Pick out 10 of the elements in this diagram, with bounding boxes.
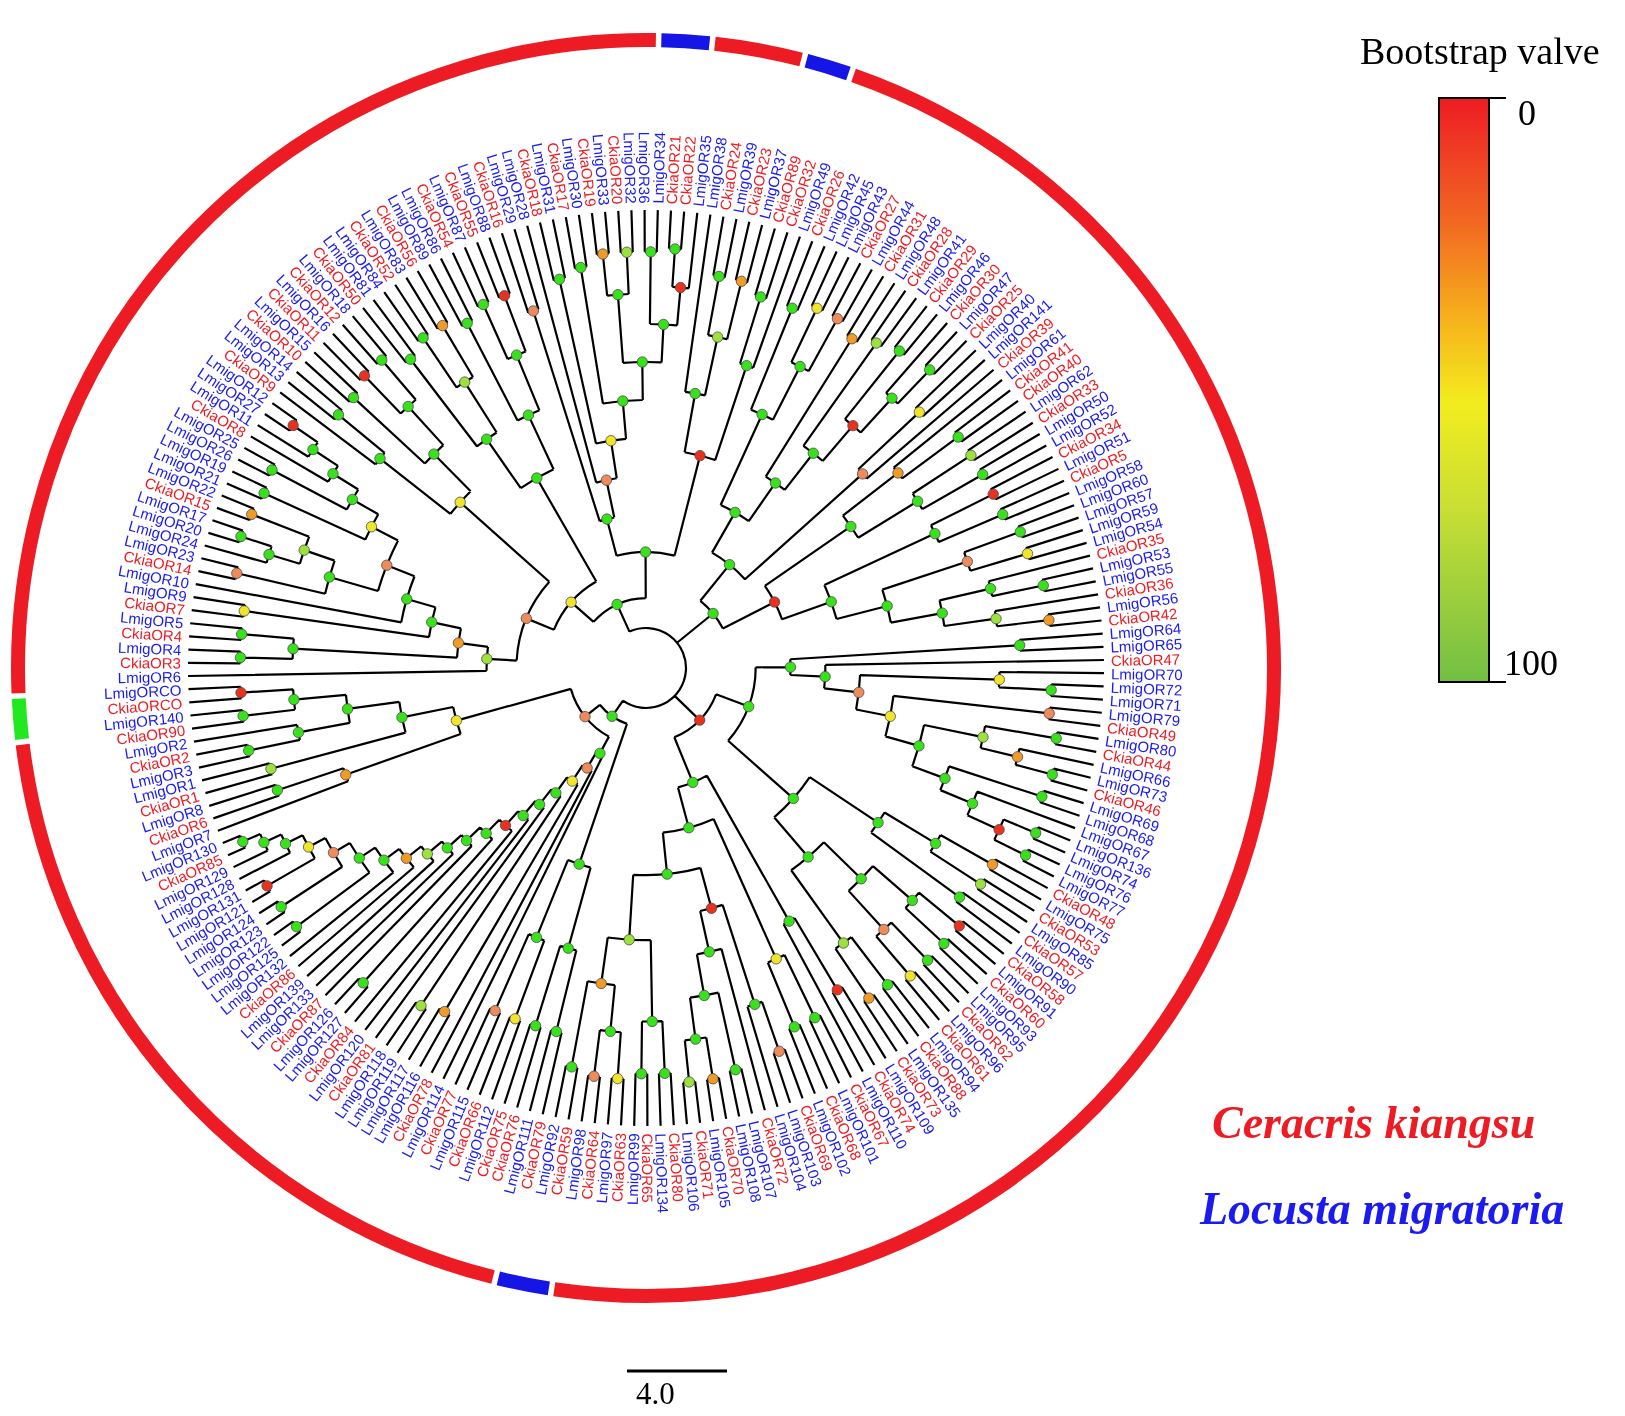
scale-tick-label: 0 [1518,93,1536,133]
taxon-label: LmigOR34 [650,131,668,204]
taxon-label: LmigOR6 [117,668,182,685]
legend-title: Bootstrap valve [1360,30,1600,72]
legend-label: Ceracris kiangsu [1212,1096,1536,1150]
scale-bar-label: 4.0 [636,1377,675,1411]
taxon-label: LmigOR36 [636,131,653,203]
taxon-label: LmigOR70 [1110,665,1183,682]
scale-tick-label: 100 [1504,643,1558,683]
legend-label: Locusta migratoria [1200,1182,1565,1236]
